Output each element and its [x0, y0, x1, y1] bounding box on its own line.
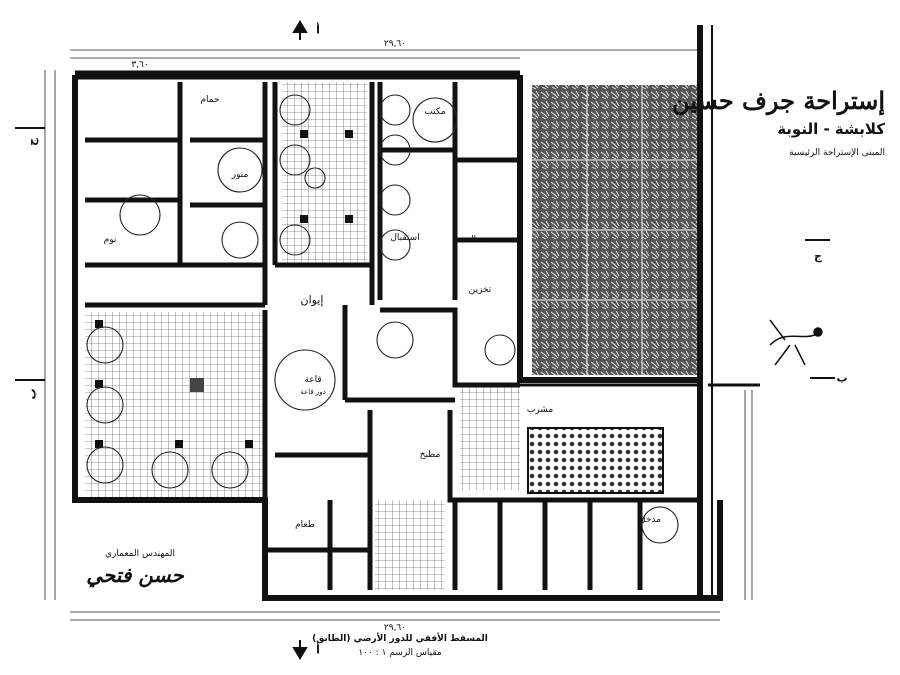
room-label-hall: صالة	[466, 235, 484, 245]
dimension-overall-bottom: ٢٩,٦٠	[383, 623, 407, 633]
garden-grid	[532, 85, 697, 375]
section-mark-right-lower: ب	[836, 371, 848, 385]
outer-walls	[72, 25, 760, 601]
plan-scale: مقياس الرسم ١ : ١٠٠	[358, 648, 442, 658]
room-label-entrance: مدخل	[639, 515, 661, 525]
section-mark-left-upper: ج	[25, 138, 39, 146]
engineer-signature: حسن فتحي	[86, 563, 184, 587]
domes	[86, 94, 679, 544]
room-label-storage: تخزين	[468, 285, 492, 295]
section-markers	[15, 20, 835, 660]
dimension-segment: ٣,٦٠	[131, 60, 149, 70]
room-label-bedroom: نوم	[103, 235, 117, 245]
room-label-office: مكتب	[424, 107, 446, 117]
engineer-label: المهندس المعماري	[104, 549, 175, 559]
drawing-title: إستراحة جرف حسين	[671, 86, 885, 115]
section-mark-left-lower: ب	[25, 388, 39, 400]
room-label-lightwell: منور	[231, 170, 249, 180]
section-mark-bottom: أ	[316, 643, 320, 657]
drawing-subtitle: كلابشة - النوبة	[777, 120, 885, 138]
room-label-reception: استقبال	[390, 233, 420, 243]
section-mark-right-upper: ج	[814, 249, 822, 263]
section-mark-top: أ	[316, 23, 320, 37]
east-court	[460, 385, 520, 490]
north-arrow-bird-icon	[769, 319, 823, 366]
room-label-dining: طعام	[295, 520, 315, 530]
pillars	[95, 130, 353, 448]
room-label-iwan: إيوان	[300, 293, 324, 307]
west-court	[85, 312, 265, 497]
room-label-bar: مشرب	[526, 405, 554, 415]
plan-caption: المسقط الأفقي للدور الأرضي (الطابق)	[312, 634, 488, 644]
dimension-overall-top: ٢٩,٦٠	[383, 39, 407, 49]
room-label-qaa: قاعة	[304, 375, 322, 385]
room-label-kitchen: مطبخ	[419, 450, 441, 460]
planting-bed	[527, 427, 664, 494]
room-label-bath: حمام	[200, 95, 220, 105]
dimension-lines	[44, 49, 753, 621]
room-label-qaa-sub: دور قاعة	[300, 388, 326, 396]
drawing-description: المبنى الإستراحة الرئيسية	[789, 148, 885, 158]
kitchen-court	[375, 500, 445, 590]
interior-walls	[85, 82, 700, 590]
